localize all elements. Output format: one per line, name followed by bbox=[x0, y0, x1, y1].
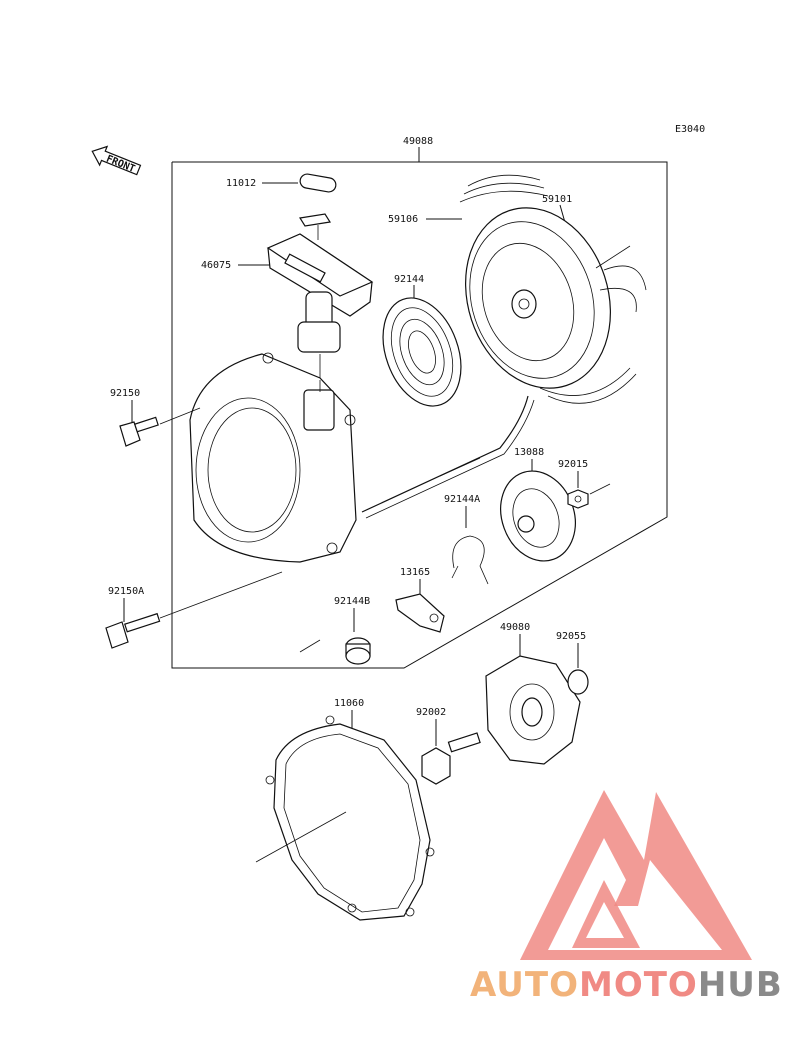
label-13088: 13088 bbox=[514, 447, 544, 458]
nut-part bbox=[567, 483, 611, 509]
watermark-text: AUTOMOTOHUB bbox=[470, 965, 783, 1005]
label-92015: 92015 bbox=[558, 459, 588, 470]
label-59106: 59106 bbox=[388, 214, 418, 225]
pulley-part bbox=[485, 655, 581, 765]
watermark-moto: MOTO bbox=[579, 965, 698, 1005]
label-92144a: 92144A bbox=[444, 494, 480, 505]
diagram-code: E3040 bbox=[675, 124, 705, 135]
housing-part bbox=[189, 352, 357, 563]
ratchet-part bbox=[500, 470, 576, 562]
label-92150a: 92150A bbox=[108, 586, 144, 597]
watermark-auto: AUTO bbox=[470, 965, 579, 1005]
handle-part bbox=[266, 213, 374, 380]
bolt-92150a-part bbox=[105, 571, 283, 649]
front-arrow-icon: FRONT bbox=[91, 145, 142, 176]
label-92002: 92002 bbox=[416, 707, 446, 718]
label-49088: 49088 bbox=[403, 136, 433, 147]
assembly-frame bbox=[171, 147, 668, 669]
o-ring-part bbox=[567, 669, 589, 695]
label-11060: 11060 bbox=[334, 698, 364, 709]
label-92055: 92055 bbox=[556, 631, 586, 642]
reel-part bbox=[459, 174, 647, 404]
spring-b-part bbox=[299, 637, 371, 665]
label-49080: 49080 bbox=[500, 622, 530, 633]
gasket-part bbox=[255, 715, 435, 921]
label-92144: 92144 bbox=[394, 274, 424, 285]
label-13165: 13165 bbox=[400, 567, 430, 578]
watermark-hub: HUB bbox=[698, 965, 783, 1005]
spring-part bbox=[382, 297, 462, 407]
pulley-bolt-part bbox=[421, 732, 481, 785]
pawl-part bbox=[395, 593, 445, 633]
label-11012: 11012 bbox=[226, 178, 256, 189]
bolt-92150-part bbox=[119, 407, 201, 447]
label-92150: 92150 bbox=[110, 388, 140, 399]
spring-clip-part bbox=[451, 535, 489, 585]
label-59101: 59101 bbox=[542, 194, 572, 205]
watermark-logo bbox=[520, 790, 752, 960]
cap-part bbox=[299, 173, 337, 193]
label-92144b: 92144B bbox=[334, 596, 370, 607]
label-46075: 46075 bbox=[201, 260, 231, 271]
rope-part bbox=[361, 395, 535, 519]
